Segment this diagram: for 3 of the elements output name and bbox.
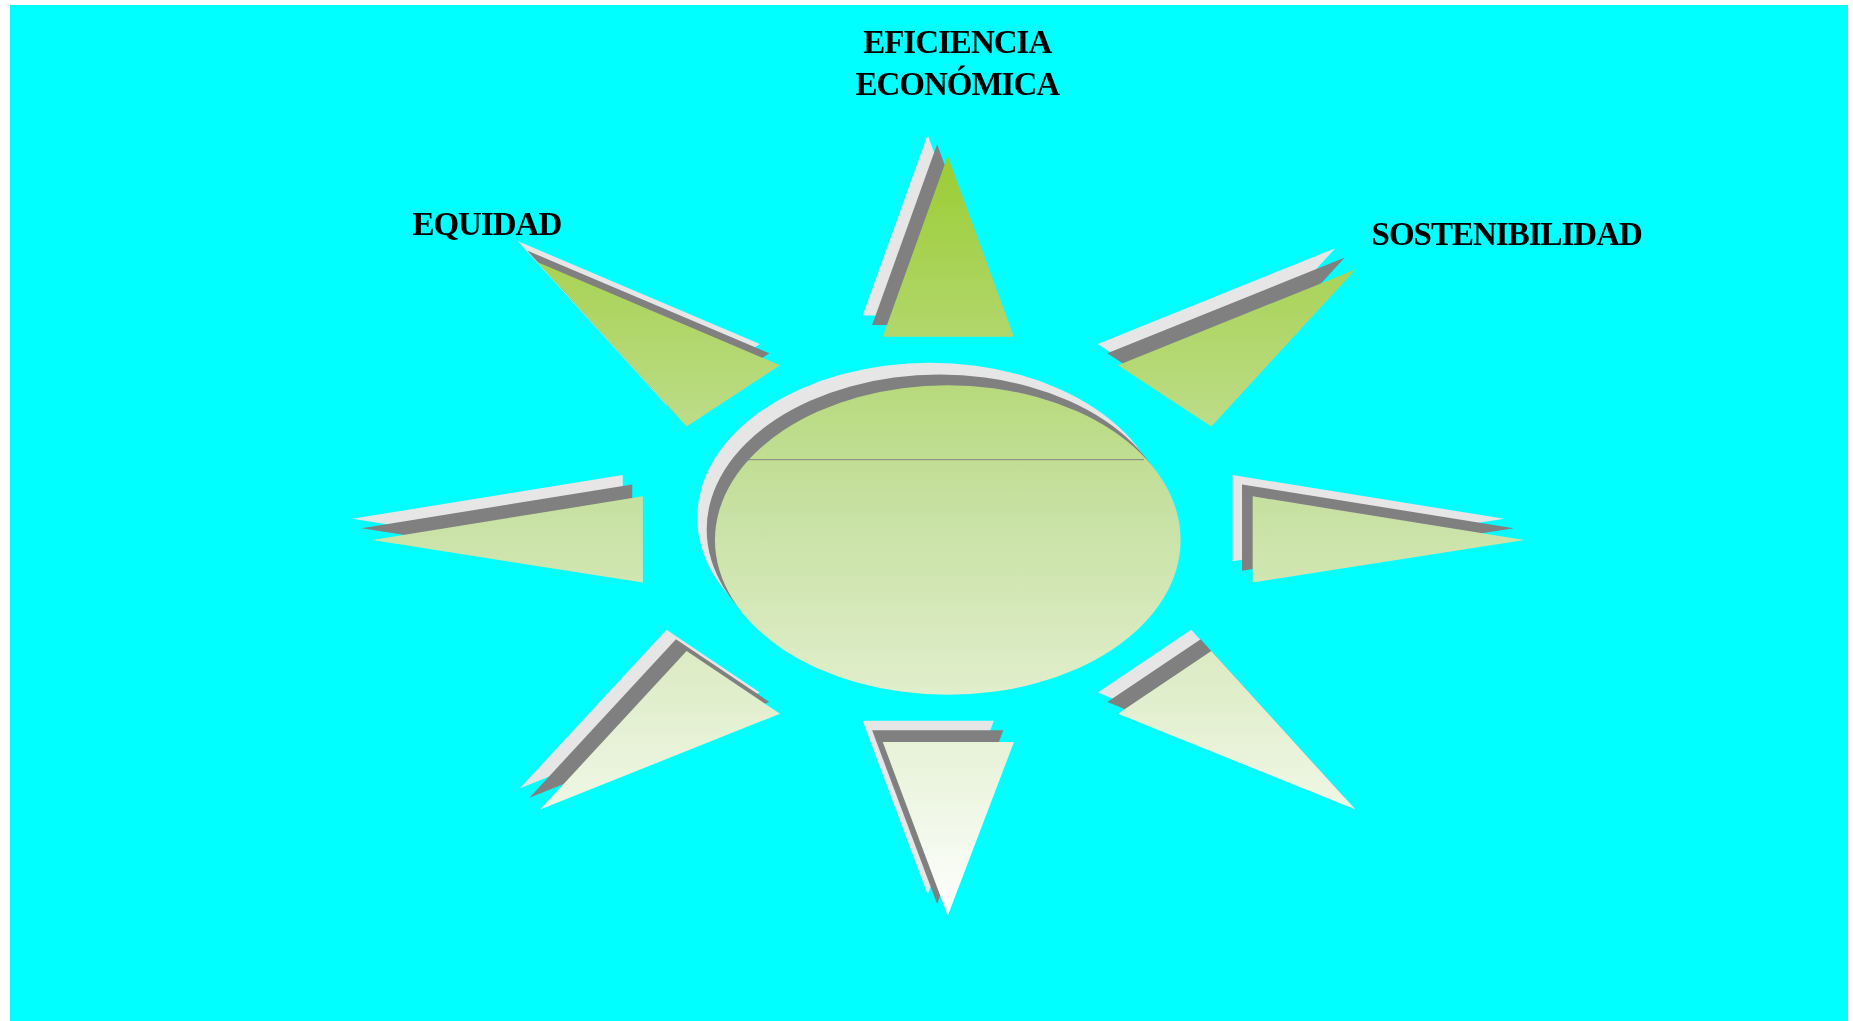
label: EQUIDAD <box>411 205 563 245</box>
label: SOSTENIBILIDAD <box>1370 214 1643 254</box>
label: EFICIENCIA ECONÓMICA <box>854 23 1061 105</box>
